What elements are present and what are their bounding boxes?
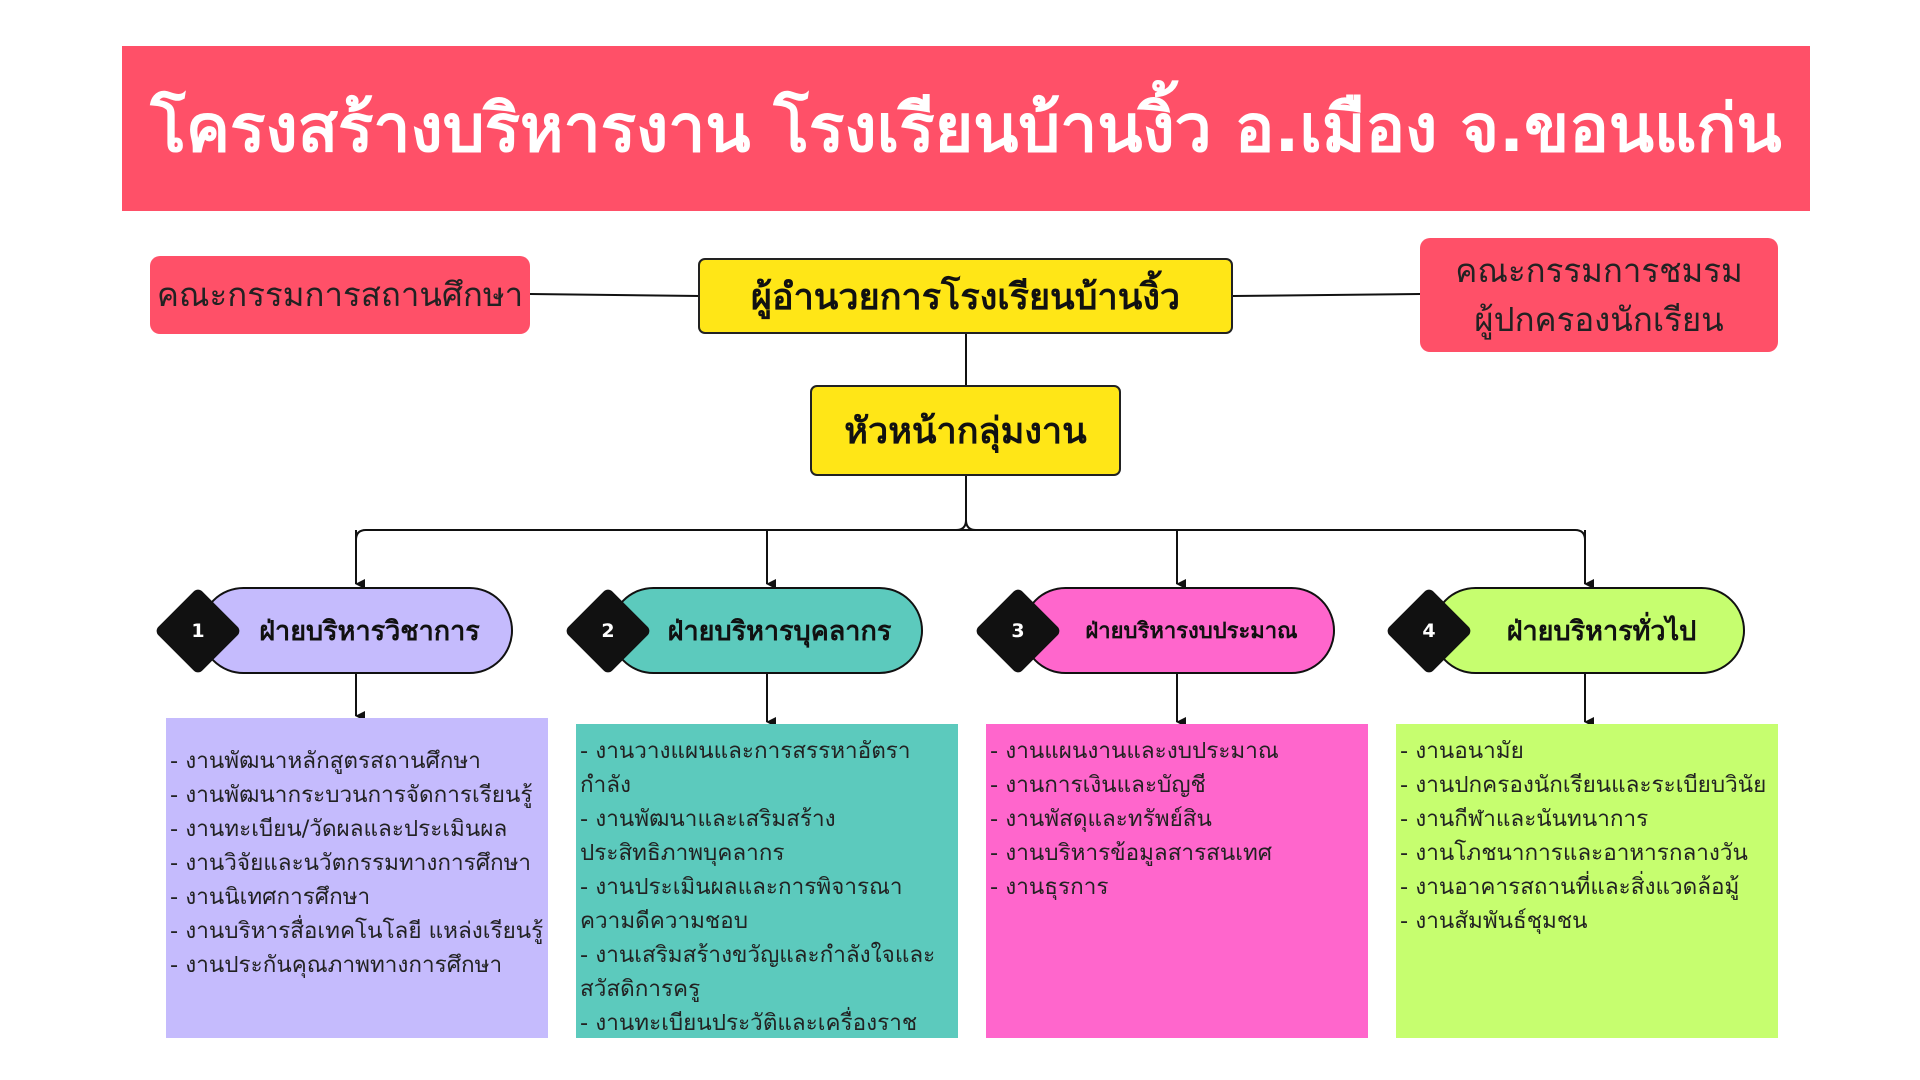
dept-1-name: ฝ่ายบริหารวิชาการ	[259, 616, 480, 647]
list-item: - งานปกครองนักเรียนและระเบียบวินัย	[1400, 772, 1767, 798]
list-item: - งานทะเบียนประวัติและเครื่องราชอิสริยาภ…	[580, 1010, 918, 1036]
right-committee-link	[1232, 293, 1421, 297]
parent-committee-line2: ผู้ปกครองนักเรียน	[1474, 300, 1724, 339]
branch-bar	[355, 529, 1586, 570]
list-item: - งานประเมินผลและการพิจารณาความดีความชอบ	[580, 874, 903, 934]
school-committee-label: คณะกรรมการสถานศึกษา	[156, 275, 524, 315]
list-item: - งานทะเบียน/วัดผลและประเมินผล	[170, 816, 508, 842]
group-head-label: หัวหน้ากลุ่มงาน	[844, 411, 1087, 452]
list-item: - งานโภชนาการและอาหารกลางวัน	[1400, 840, 1748, 866]
list-item: - งานวิจัยและนวัตกรรมทางการศึกษา	[170, 850, 532, 876]
dept-4-task-list: - งานอนามัย - งานปกครองนักเรียนและระเบีย…	[1400, 734, 1774, 938]
list-item: - งานกีฬาและนันทนาการ	[1400, 806, 1649, 832]
dept-3-pill: ฝ่ายบริหารงบประมาณ	[1022, 587, 1335, 674]
dept-3-task-box: - งานแผนงานและงบประมาณ - งานการเงินและบั…	[986, 724, 1368, 1038]
list-item: - งานพัฒนาหลักสูตรสถานศึกษา	[170, 748, 481, 774]
dept-1-task-list: - งานพัฒนาหลักสูตรสถานศึกษา - งานพัฒนากร…	[170, 744, 544, 982]
list-item: - งานอาคารสถานที่และสิ่งแวดล้อมู้	[1400, 874, 1740, 900]
list-item: - งานเสริมสร้างขวัญและกำลังใจและสวัสดิกา…	[580, 942, 936, 1002]
list-item: - งานการเงินและบัญชี	[990, 772, 1206, 798]
dept-2-pill: ฝ่ายบริหารบุคลากร	[610, 587, 923, 674]
branch-curve-left	[955, 519, 967, 531]
list-item: - งานพัสดุและทรัพย์สิน	[990, 806, 1212, 832]
page-title: โครงสร้างบริหารงาน โรงเรียนบ้านงิ้ว อ.เม…	[150, 90, 1782, 167]
dept-3-task-list: - งานแผนงานและงบประมาณ - งานการเงินและบั…	[990, 734, 1364, 904]
list-item: - งานอนามัย	[1400, 738, 1524, 764]
title-banner: โครงสร้างบริหารงาน โรงเรียนบ้านงิ้ว อ.เม…	[122, 46, 1810, 211]
parent-committee-line1: คณะกรรมการชมรม	[1455, 250, 1743, 290]
dept-2-task-list: - งานวางแผนและการสรรหาอัตรากำลัง - งานพั…	[580, 734, 954, 1038]
director-box: ผู้อำนวยการโรงเรียนบ้านงิ้ว	[698, 258, 1233, 334]
dept-4-task-box: - งานอนามัย - งานปกครองนักเรียนและระเบีย…	[1396, 724, 1778, 1038]
group-head-box: หัวหน้ากลุ่มงาน	[810, 385, 1121, 476]
dept-1-task-box: - งานพัฒนาหลักสูตรสถานศึกษา - งานพัฒนากร…	[166, 718, 548, 1038]
dept-2-task-box: - งานวางแผนและการสรรหาอัตรากำลัง - งานพั…	[576, 724, 958, 1038]
director-label: ผู้อำนวยการโรงเรียนบ้านงิ้ว	[750, 276, 1181, 318]
dept-3-name: ฝ่ายบริหารงบประมาณ	[1085, 619, 1298, 644]
list-item: - งานวางแผนและการสรรหาอัตรากำลัง	[580, 738, 911, 798]
dept-1-pill: ฝ่ายบริหารวิชาการ	[200, 587, 513, 674]
list-item: - งานบริหารสื่อเทคโนโลยี แหล่งเรียนรู้	[170, 918, 544, 944]
parent-committee-box: คณะกรรมการชมรม ผู้ปกครองนักเรียน	[1420, 238, 1778, 352]
school-committee-box: คณะกรรมการสถานศึกษา	[150, 256, 530, 334]
branch-curve-right	[965, 519, 977, 531]
list-item: - งานสัมพันธ์ชุมชน	[1400, 908, 1588, 934]
dept-4-pill: ฝ่ายบริหารทั่วไป	[1432, 587, 1745, 674]
list-item: - งานพัฒนาและเสริมสร้างประสิทธิภาพบุคลาก…	[580, 806, 836, 866]
list-item: - งานประกันคุณภาพทางการศึกษา	[170, 952, 503, 978]
left-committee-link	[529, 293, 701, 297]
dept-3-number: 3	[1011, 620, 1025, 642]
dept-2-number: 2	[601, 620, 615, 642]
dept-4-name: ฝ่ายบริหารทั่วไป	[1506, 616, 1697, 647]
list-item: - งานพัฒนากระบวนการจัดการเรียนรู้	[170, 782, 533, 808]
dept-4-number: 4	[1422, 620, 1436, 642]
list-item: - งานบริหารข้อมูลสารสนเทศ	[990, 840, 1273, 866]
list-item: - งานนิเทศการศึกษา	[170, 884, 371, 910]
list-item: - งานธุรการ	[990, 874, 1109, 900]
dept-2-name: ฝ่ายบริหารบุคลากร	[667, 616, 892, 647]
list-item: - งานแผนงานและงบประมาณ	[990, 738, 1279, 764]
dept-1-number: 1	[191, 620, 205, 642]
